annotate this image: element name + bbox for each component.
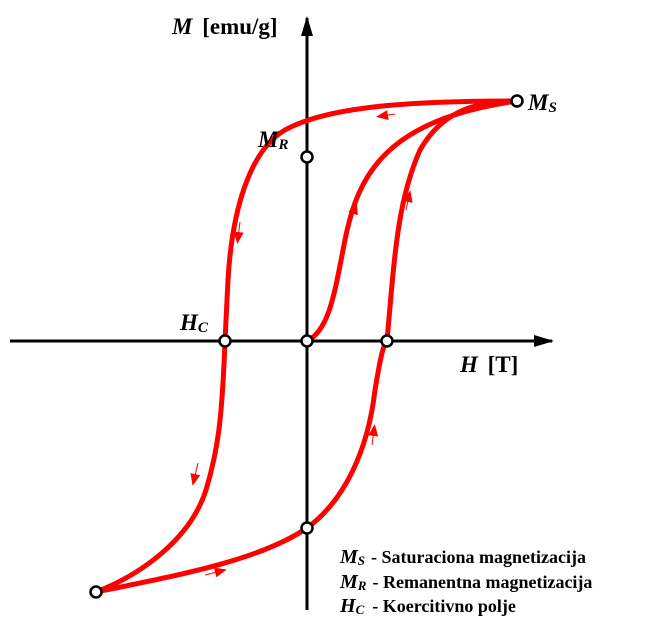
remanence-label: MR: [257, 127, 288, 153]
coercivity-point: [218, 334, 232, 348]
arrow-left-lower: [190, 462, 201, 486]
coercivity-label: HC: [179, 310, 209, 336]
negative-remanence-point: [300, 521, 314, 535]
saturation-label: MS: [527, 90, 557, 116]
initial-magnetization-curve: [304, 98, 520, 344]
legend-item-saturation: MS- Saturaciona magnetizacija: [339, 546, 586, 568]
arrow-right-lower: [368, 424, 379, 446]
x-axis-label: H [T]: [459, 352, 518, 377]
arrow-left-upper: [233, 221, 244, 244]
negative-saturation-point: [89, 585, 103, 599]
arrow-bottom: [204, 567, 227, 578]
legend: MS- Saturaciona magnetizacija MR- Remane…: [339, 546, 592, 617]
y-axis-label: M [emu/g]: [171, 14, 278, 39]
legend-item-remanence: MR- Remanentna magnetizacija: [339, 571, 592, 593]
legend-item-coercivity: HC- Koercitivno polje: [339, 595, 516, 617]
positive-coercivity-point: [380, 334, 394, 348]
origin-point: [300, 334, 314, 348]
saturation-point: [510, 94, 524, 108]
descending-branch: [93, 98, 520, 595]
arrow-top-left: [376, 110, 396, 121]
remanence-point: [300, 150, 314, 164]
arrow-initial-curve: [348, 202, 358, 223]
arrow-right-upper: [402, 190, 413, 211]
ascending-branch: [93, 98, 520, 595]
